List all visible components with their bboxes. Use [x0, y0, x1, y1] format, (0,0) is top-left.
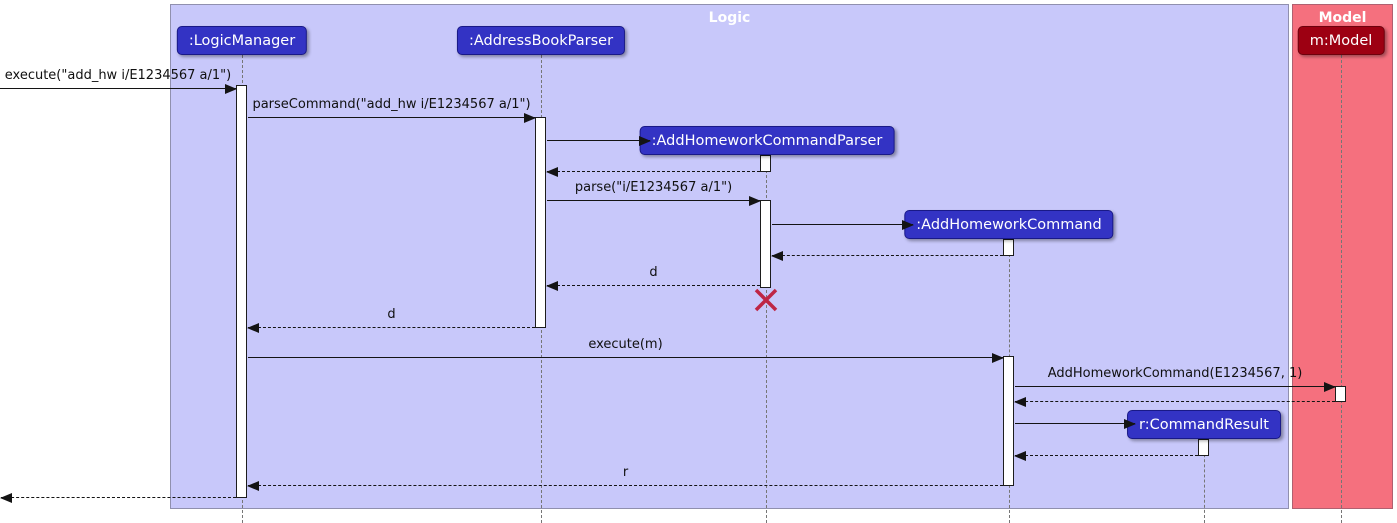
- activation-add-homework-command-parser-create: [760, 155, 771, 172]
- lifeline-command-result: [1204, 439, 1205, 523]
- participant-command-result: r:CommandResult: [1127, 410, 1281, 439]
- frame-logic-title: Logic: [708, 10, 751, 26]
- arrowhead-icon: [546, 167, 558, 177]
- activation-command-result: [1198, 439, 1209, 456]
- arrowhead-icon: [524, 113, 536, 123]
- arrowhead-icon: [0, 493, 12, 503]
- message-line: [547, 171, 760, 172]
- message-label: parseCommand("add_hw i/E1234567 a/1"): [252, 97, 531, 112]
- message-line: [1015, 401, 1335, 402]
- message-label: AddHomeworkCommand(E1234567, 1): [1047, 366, 1303, 381]
- message-line: [0, 88, 236, 89]
- activation-add-homework-command-execute: [1003, 356, 1014, 486]
- message-label: parse("i/E1234567 a/1"): [574, 180, 733, 195]
- frame-model-title: Model: [1318, 10, 1367, 26]
- message-line: [1, 497, 236, 498]
- arrowhead-icon: [1124, 419, 1136, 429]
- participant-logic-manager: :LogicManager: [176, 26, 308, 55]
- frame-model: Model: [1292, 4, 1393, 509]
- participant-add-homework-command-parser: :AddHomeworkCommandParser: [639, 126, 895, 155]
- arrowhead-icon: [1014, 397, 1026, 407]
- participant-model: m:Model: [1297, 26, 1385, 55]
- message-label: r: [622, 465, 629, 480]
- lifeline-add-homework-command-parser: [766, 155, 767, 523]
- message-line: [1015, 455, 1198, 456]
- arrowhead-icon: [1014, 451, 1026, 461]
- message-line: [547, 200, 760, 201]
- participant-address-book-parser: :AddressBookParser: [456, 26, 626, 55]
- destroy-x-icon: [754, 288, 778, 312]
- arrowhead-icon: [225, 84, 237, 94]
- arrowhead-icon: [247, 323, 259, 333]
- activation-add-homework-command-create: [1003, 239, 1014, 256]
- arrowhead-icon: [902, 220, 914, 230]
- frame-logic: Logic: [170, 4, 1289, 509]
- message-label: execute("add_hw i/E1234567 a/1"): [4, 68, 232, 83]
- message-line: [547, 140, 650, 141]
- arrowhead-icon: [247, 481, 259, 491]
- arrowhead-icon: [1324, 382, 1336, 392]
- arrowhead-icon: [992, 353, 1004, 363]
- activation-logic-manager: [236, 85, 247, 498]
- arrowhead-icon: [546, 281, 558, 291]
- message-line: [772, 224, 913, 225]
- message-line: [1015, 423, 1135, 424]
- message-label: d: [387, 307, 396, 322]
- message-label: execute(m): [588, 337, 663, 352]
- activation-address-book-parser: [535, 117, 546, 328]
- activation-add-homework-command-parser-parse: [760, 200, 771, 288]
- lifeline-model: [1341, 55, 1342, 523]
- message-line: [772, 255, 1003, 256]
- message-line: [248, 485, 1003, 486]
- arrowhead-icon: [771, 251, 783, 261]
- message-line: [248, 327, 535, 328]
- message-line: [547, 285, 760, 286]
- message-line: [248, 357, 1003, 358]
- participant-add-homework-command: :AddHomeworkCommand: [904, 210, 1114, 239]
- arrowhead-icon: [749, 196, 761, 206]
- message-line: [248, 117, 535, 118]
- arrowhead-icon: [639, 136, 651, 146]
- message-label: d: [649, 265, 658, 280]
- message-line: [1015, 386, 1335, 387]
- activation-model: [1335, 386, 1346, 402]
